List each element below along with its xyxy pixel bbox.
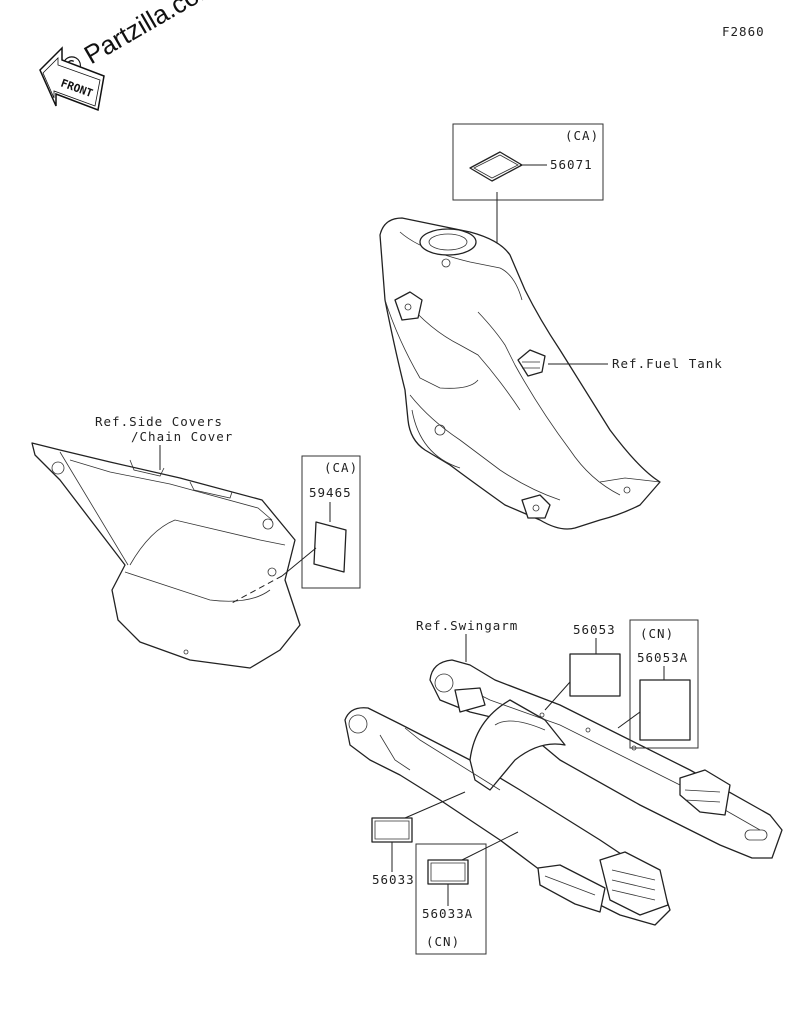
swingarm-label-box: [629, 619, 699, 749]
part-56033A-label: 56033A: [422, 906, 473, 921]
side-box-tag: (CA): [324, 460, 358, 475]
side-covers-ref-label-1: Ref.Side Covers: [95, 414, 223, 429]
part-56053-label: 56053: [573, 622, 616, 637]
tank-box-tag: (CA): [565, 128, 599, 143]
part-56053A-label: 56053A: [637, 650, 688, 665]
swingarm-box-tag: (CN): [640, 626, 674, 641]
side-label-box: [301, 455, 361, 589]
lower-box-tag: (CN): [426, 934, 460, 949]
fuel-tank-drawing: [379, 217, 661, 530]
part-59465-label: 59465: [309, 485, 352, 500]
decal-56071: [469, 151, 523, 182]
part-56071-label: 56071: [550, 157, 593, 172]
swingarm-drawing: [344, 659, 783, 926]
decal-56033A: [427, 859, 469, 885]
part-56033-label: 56033: [372, 872, 415, 887]
tank-label-box: [452, 123, 604, 201]
decal-56053: [569, 653, 621, 697]
side-covers-ref-label-2: /Chain Cover: [131, 429, 233, 444]
side-cover-drawing: [31, 442, 301, 669]
swingarm-ref-label: Ref.Swingarm: [416, 618, 518, 633]
decal-56033: [371, 817, 413, 843]
decal-59465: [313, 521, 347, 573]
decal-56053A: [639, 679, 691, 741]
figure-code: F2860: [722, 24, 765, 39]
fuel-tank-ref-label: Ref.Fuel Tank: [612, 356, 723, 371]
front-arrow-icon: FRONT: [39, 46, 105, 112]
lower-label-box: [415, 843, 487, 955]
